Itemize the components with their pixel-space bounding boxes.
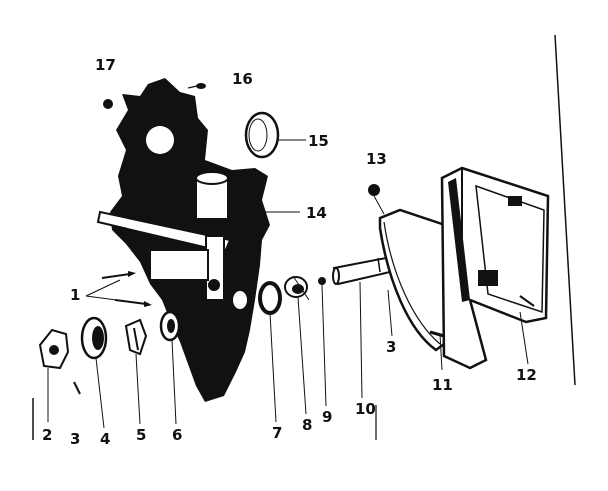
callout-13: 13 — [366, 150, 387, 168]
part-8-cap — [284, 275, 310, 301]
part-5-bracket — [124, 318, 148, 356]
border-line — [554, 34, 576, 386]
part-16-screw — [187, 83, 206, 89]
callout-6: 6 — [172, 426, 182, 444]
callout-3-right: 3 — [386, 338, 396, 356]
part-3-pin — [73, 381, 81, 395]
part-9-washer — [318, 277, 326, 285]
part-15-cover — [244, 111, 306, 159]
callout-14: 14 — [306, 204, 327, 222]
part-2-knob — [38, 328, 70, 370]
part-12-frame — [440, 166, 550, 370]
callout-12: 12 — [516, 366, 537, 384]
callout-15: 15 — [308, 132, 329, 150]
part-4-dial — [80, 316, 108, 360]
callout-1: 1 — [70, 286, 80, 304]
leader-10 — [359, 281, 363, 399]
callout-7: 7 — [272, 424, 282, 442]
callout-8: 8 — [302, 416, 312, 434]
leader-12 — [519, 311, 529, 365]
part-6-bushing — [159, 310, 181, 342]
part-10-shaft — [332, 256, 392, 286]
callout-10: 10 — [355, 400, 376, 418]
callout-3: 3 — [70, 430, 80, 448]
main-housing — [96, 78, 270, 402]
callout-16: 16 — [232, 70, 253, 88]
leader-6 — [171, 339, 177, 425]
callout-2: 2 — [42, 426, 52, 444]
callout-9: 9 — [322, 408, 332, 426]
leader-9 — [321, 284, 327, 407]
part-1-screws — [85, 271, 152, 307]
leader-4 — [95, 357, 105, 429]
leader-11 — [439, 333, 443, 371]
callout-11: 11 — [432, 376, 453, 394]
part-11-latch — [429, 330, 445, 338]
leader-8 — [297, 296, 307, 415]
part-7-ring — [258, 281, 282, 315]
callout-17: 17 — [95, 56, 116, 74]
leader-5 — [135, 353, 141, 425]
leader-3-right — [387, 289, 393, 337]
part-17-nut — [103, 99, 113, 109]
callout-5: 5 — [136, 426, 146, 444]
callout-4: 4 — [100, 430, 110, 448]
part-13-nut — [368, 184, 385, 215]
leader-7 — [269, 312, 277, 423]
